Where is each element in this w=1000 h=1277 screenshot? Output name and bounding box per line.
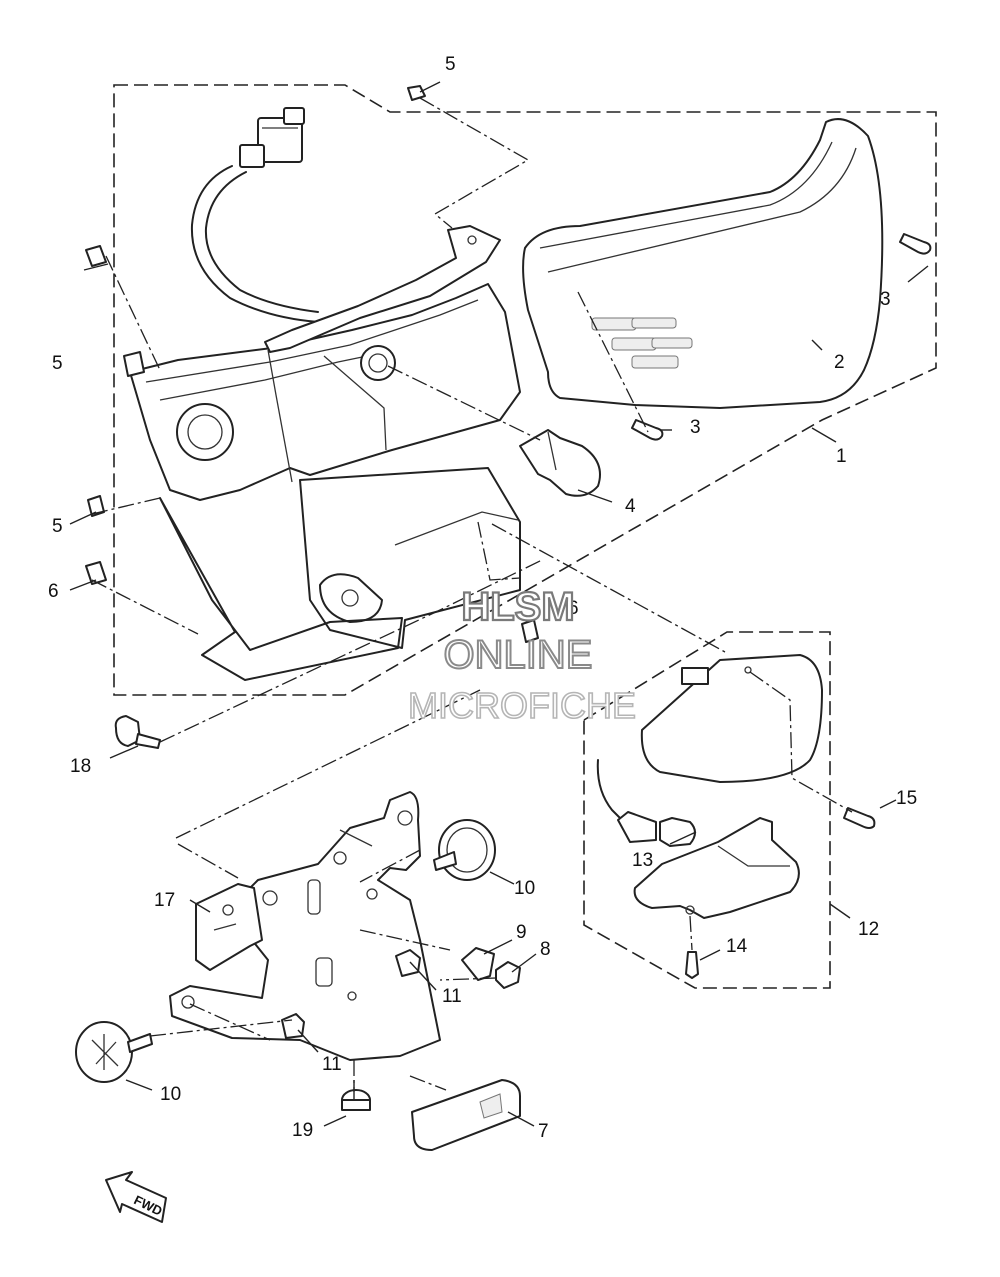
part-label: 3	[880, 289, 891, 310]
watermark-line-1: HLSM	[461, 585, 574, 629]
screw-upper	[899, 233, 932, 255]
tail-lamp-housing	[129, 283, 521, 501]
part-label: 17	[154, 890, 175, 911]
bulb-socket-13	[596, 759, 696, 847]
part-label: 2	[834, 352, 845, 373]
nut-8	[495, 961, 521, 989]
watermark: HLSM ONLINE MICROFICHE	[407, 584, 637, 727]
fwd-arrow-icon: FWD	[105, 1171, 167, 1223]
clip-top-bracket	[123, 351, 145, 377]
part-label: 14	[726, 936, 748, 957]
part-label: 6	[568, 598, 579, 619]
clip-5-mid	[87, 495, 105, 517]
part-label: 4	[625, 496, 636, 517]
lamp-stay	[264, 225, 501, 353]
part-label: 7	[538, 1121, 549, 1142]
part-label: 15	[896, 788, 917, 809]
part-label: 11	[322, 1054, 342, 1075]
part-label: 5	[52, 516, 63, 537]
clip-5-top	[407, 85, 426, 101]
part-label: 5	[445, 54, 456, 75]
damper-19	[341, 1089, 371, 1111]
rear-fender-housing	[159, 467, 521, 681]
bulb	[519, 429, 601, 497]
part-label: 8	[540, 939, 551, 960]
part-number-labels: 5 3 5 2 3 1 4 5 6 6 18 15 13 17 10 9 8 1…	[48, 54, 917, 1142]
part-label: 9	[516, 922, 527, 943]
screw-14	[685, 951, 699, 979]
bolt-18	[114, 715, 161, 749]
leader-lines	[69, 81, 929, 1127]
part-label: 6	[48, 581, 59, 602]
part-label: 19	[292, 1120, 313, 1141]
watermark-line-3: MICROFICHE	[408, 685, 636, 726]
screw-15	[843, 807, 876, 829]
wire-harness	[190, 107, 319, 323]
license-lamp-cover	[640, 654, 823, 783]
part-label: 3	[690, 417, 701, 438]
part-label: 13	[632, 850, 653, 871]
reflector-lower	[75, 1021, 153, 1083]
part-label: 12	[858, 919, 879, 940]
reflector-upper	[433, 819, 496, 881]
assembly-boundary-1	[113, 84, 937, 696]
collar-11-lower	[281, 1013, 305, 1039]
part-label: 11	[442, 986, 462, 1007]
wire-connector	[239, 107, 305, 168]
collar-11-upper	[395, 949, 421, 977]
license-lamp-body	[633, 817, 800, 919]
cover-9	[461, 947, 495, 981]
license-bracket	[169, 791, 441, 1061]
clip-5-left	[85, 245, 107, 267]
lens-texture	[591, 317, 693, 369]
part-label: 10	[160, 1084, 181, 1105]
reflector-plate-7	[411, 1079, 521, 1151]
watermark-line-2: ONLINE	[444, 633, 593, 677]
tail-lamp-lens	[522, 118, 884, 409]
assembly-boundary-12	[583, 631, 831, 989]
part-label: 10	[514, 878, 535, 899]
part-label: 18	[70, 756, 91, 777]
screw-lower	[631, 419, 664, 441]
bracket-plate-17	[195, 883, 263, 971]
clip-6	[85, 561, 107, 585]
clip-6-b	[521, 619, 539, 643]
part-label: 5	[52, 353, 63, 374]
part-label: 1	[836, 446, 847, 467]
